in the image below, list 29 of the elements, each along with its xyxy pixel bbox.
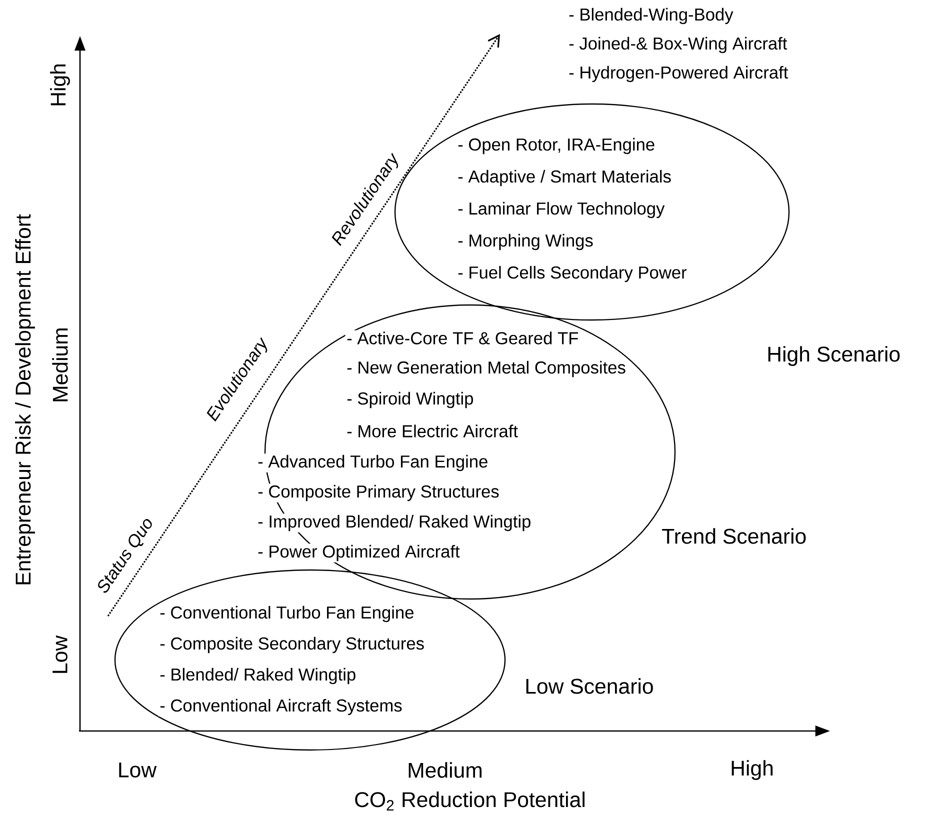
tick-label: Low — [52, 635, 68, 673]
list-item: - Spiroid Wingtip — [345, 390, 476, 410]
list-item: - Blended/ Raked Wingtip — [158, 666, 358, 686]
list-item: - Power Optimized Aircraft — [256, 544, 462, 562]
list-item: - Advanced Turbo Fan Engine — [256, 454, 490, 472]
list-item: - Adaptive / Smart Materials — [456, 168, 673, 188]
axis-title: CO$_{2}$ Reduction Potential — [355, 792, 584, 810]
list-item: - More Electric Aircraft — [345, 423, 520, 439]
list-item: - Fuel Cells Secondary Power — [456, 264, 688, 284]
scenario-label: Trend Scenario — [662, 528, 806, 544]
list-item: - Open Rotor, IRA-Engine — [456, 136, 656, 156]
tick-label: High — [732, 760, 773, 780]
list-item: - Hydrogen-Powered Aircraft — [569, 66, 788, 82]
axis-title: Entrepreneur Risk / Development Effort — [15, 214, 35, 584]
list-item: - Improved Blended/ Raked Wingtip — [256, 514, 533, 532]
list-item: - New Generation Metal Composites — [345, 360, 628, 378]
scenario-label: Low Scenario — [526, 678, 653, 694]
list-item: - Morphing Wings — [456, 232, 595, 252]
list-item: - Conventional Aircraft Systems — [158, 698, 404, 716]
list-item: - Conventional Turbo Fan Engine — [158, 604, 416, 624]
list-item: - Blended-Wing-Body — [569, 8, 734, 24]
tick-label: Medium — [52, 328, 68, 402]
list-item: - Joined-& Box-Wing Aircraft — [569, 36, 788, 54]
list-item: - Laminar Flow Technology — [456, 200, 666, 220]
list-item: - Composite Secondary Structures — [158, 636, 426, 654]
list-item: - Composite Primary Structures — [256, 484, 501, 502]
scenario-label: High Scenario — [768, 346, 900, 366]
list-item: - Active-Core TF & Geared TF — [345, 330, 580, 346]
tick-label: High — [50, 64, 70, 106]
